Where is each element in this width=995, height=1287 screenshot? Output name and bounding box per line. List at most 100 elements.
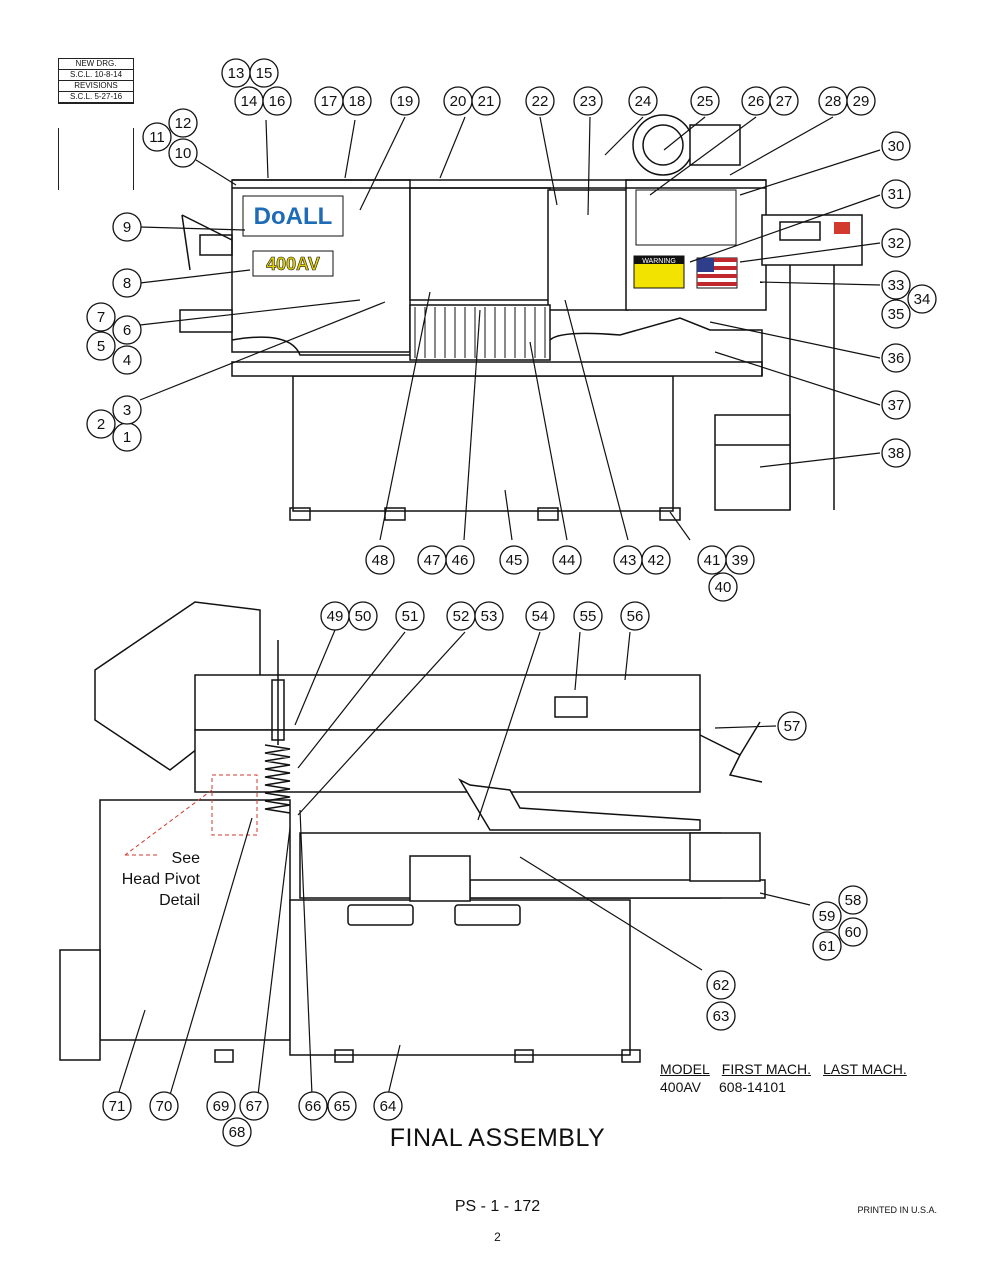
callout-70: 70 (156, 1098, 173, 1115)
callout-balloons (86, 58, 937, 1147)
callout-19: 19 (397, 93, 414, 110)
model-header: MODEL (660, 1061, 710, 1077)
callout-51: 51 (402, 608, 419, 625)
callout-59: 59 (819, 908, 836, 925)
top-view-machine (179, 114, 863, 521)
callout-22: 22 (532, 93, 549, 110)
head-pivot-note: See Head Pivot Detail (104, 848, 200, 911)
callout-5: 5 (97, 338, 105, 355)
callout-27: 27 (776, 93, 793, 110)
callout-15: 15 (256, 65, 273, 82)
callout-47: 47 (424, 552, 441, 569)
callout-13: 13 (228, 65, 245, 82)
callout-38: 38 (888, 445, 905, 462)
callout-32: 32 (888, 235, 905, 252)
callout-62: 62 (713, 977, 730, 994)
callout-25: 25 (697, 93, 714, 110)
callout-16: 16 (269, 93, 286, 110)
callout-40: 40 (715, 579, 732, 596)
callout-46: 46 (452, 552, 469, 569)
callout-56: 56 (627, 608, 644, 625)
callout-1: 1 (123, 429, 131, 446)
callout-29: 29 (853, 93, 870, 110)
callout-42: 42 (648, 552, 665, 569)
callout-labels: 1 2 3 4 5 6 7 8 9 10 11 12 13 14 15 16 1… (97, 65, 931, 1141)
flag-icon (696, 257, 738, 289)
callout-68: 68 (229, 1124, 246, 1141)
callout-11: 11 (149, 129, 165, 146)
callout-39: 39 (732, 552, 749, 569)
callout-58: 58 (845, 892, 862, 909)
callout-44: 44 (559, 552, 576, 569)
revisions-date: S.C.L. 5-27-16 (59, 92, 133, 103)
callout-54: 54 (532, 608, 549, 625)
revisions-label: REVISIONS (59, 81, 133, 92)
doall-logo: DoALL (254, 203, 333, 230)
side-view-machine (59, 601, 766, 1063)
callout-26: 26 (748, 93, 765, 110)
callout-24: 24 (635, 93, 652, 110)
callout-63: 63 (713, 1008, 730, 1025)
new-drg-date: S.C.L. 10-8-14 (59, 70, 133, 81)
callout-60: 60 (845, 924, 862, 941)
callout-71: 71 (109, 1098, 126, 1115)
last-mach-header: LAST MACH. (823, 1061, 907, 1077)
model-badge: 400AV (266, 254, 320, 274)
callout-45: 45 (506, 552, 523, 569)
callout-34: 34 (914, 291, 931, 308)
callout-33: 33 (888, 277, 905, 294)
callout-18: 18 (349, 93, 366, 110)
callout-20: 20 (450, 93, 467, 110)
page-number: 2 (494, 1230, 501, 1244)
page-code: PS - 1 - 172 (454, 1198, 541, 1215)
model-value: 400AV (660, 1079, 701, 1095)
callout-8: 8 (123, 275, 131, 292)
callout-7: 7 (97, 309, 105, 326)
callout-28: 28 (825, 93, 842, 110)
callout-49: 49 (327, 608, 344, 625)
callout-65: 65 (334, 1098, 351, 1115)
callout-55: 55 (580, 608, 597, 625)
model-table-row: 400AV 608-14101 (660, 1078, 919, 1096)
callout-67: 67 (246, 1098, 263, 1115)
callout-61: 61 (819, 938, 836, 955)
callout-66: 66 (305, 1098, 322, 1115)
callout-50: 50 (355, 608, 372, 625)
note-line-2: Head Pivot (121, 871, 200, 888)
callout-35: 35 (888, 306, 905, 323)
printed-in-usa: PRINTED IN U.S.A. (857, 1205, 937, 1215)
first-mach-value: 608-14101 (719, 1079, 786, 1095)
new-drg-label: NEW DRG. (59, 59, 133, 70)
warning-text: WARNING (642, 258, 676, 265)
model-table-header: MODEL FIRST MACH. LAST MACH. (660, 1060, 919, 1078)
model-table: MODEL FIRST MACH. LAST MACH. 400AV 608-1410… (660, 1060, 919, 1096)
callout-48: 48 (372, 552, 389, 569)
callout-23: 23 (580, 93, 597, 110)
callout-64: 64 (380, 1098, 397, 1115)
callout-36: 36 (888, 350, 905, 367)
note-line-1: See (171, 850, 200, 867)
callout-9: 9 (123, 219, 131, 236)
callout-6: 6 (123, 322, 131, 339)
callout-43: 43 (620, 552, 637, 569)
callout-14: 14 (241, 93, 258, 110)
callout-37: 37 (888, 397, 905, 414)
callout-53: 53 (481, 608, 498, 625)
callout-41: 41 (704, 552, 721, 569)
callout-21: 21 (478, 93, 495, 110)
info-plate (635, 189, 737, 246)
first-mach-header: FIRST MACH. (721, 1061, 811, 1077)
note-line-3: Detail (159, 892, 200, 909)
revision-block-lines (58, 128, 134, 190)
stop-button-icon (834, 222, 850, 234)
leader-lines (117, 116, 881, 1096)
callout-17: 17 (321, 93, 338, 110)
callout-69: 69 (213, 1098, 230, 1115)
doall-logo-box (242, 195, 344, 237)
head-pivot-detail-box (211, 774, 258, 836)
callout-30: 30 (888, 138, 905, 155)
callout-2: 2 (97, 416, 105, 433)
revision-block: NEW DRG. S.C.L. 10-8-14 REVISIONS S.C.L.… (58, 58, 134, 104)
callout-52: 52 (453, 608, 470, 625)
